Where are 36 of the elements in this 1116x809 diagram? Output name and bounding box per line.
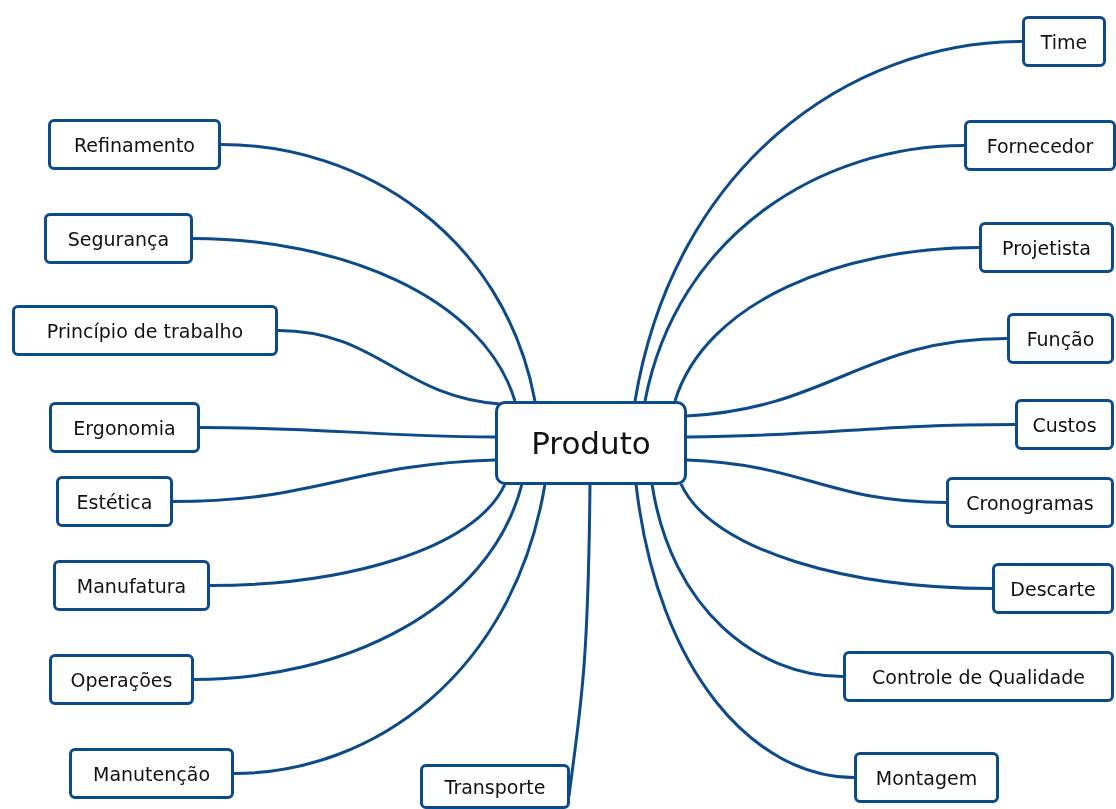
topic-box: Estética	[56, 476, 173, 527]
topic-box: Segurança	[44, 213, 193, 264]
connector-curve	[633, 40, 1023, 402]
connector-curve	[233, 483, 547, 775]
topic-box: Manutenção	[69, 748, 234, 799]
topic-box: Fornecedor	[964, 120, 1116, 171]
connector-curve	[193, 483, 524, 681]
topic-box: Refinamento	[48, 119, 221, 170]
topic-box: Time	[1022, 16, 1106, 67]
connector-curve	[643, 144, 965, 402]
connector-curve	[277, 329, 501, 406]
connector-curve	[686, 337, 1008, 418]
topic-box: Projetista	[979, 222, 1114, 273]
connector-curve	[220, 143, 537, 402]
connector-curve	[634, 483, 855, 779]
topic-box: Princípio de trabalho	[12, 305, 278, 356]
connector-curve	[192, 237, 517, 402]
topic-box: Controle de Qualidade	[843, 651, 1114, 702]
topic-box: Transporte	[420, 764, 570, 809]
connector-curve	[172, 458, 496, 503]
topic-box: Função	[1007, 313, 1114, 364]
topic-box: Operações	[49, 654, 194, 705]
connector-curve	[200, 426, 495, 439]
connector-curve	[686, 458, 947, 504]
central-topic-box: Produto	[495, 401, 687, 485]
topic-box: Cronogramas	[946, 477, 1114, 528]
connector-curve	[673, 246, 980, 402]
connector-curve	[686, 423, 1015, 439]
connector-curve	[209, 483, 507, 587]
topic-box: Custos	[1015, 399, 1114, 450]
topic-box: Descarte	[992, 563, 1114, 614]
topic-box: Manufatura	[53, 560, 210, 611]
connector-curve	[679, 483, 993, 590]
topic-box: Ergonomia	[49, 402, 200, 453]
connector-curve	[650, 483, 844, 678]
topic-box: Montagem	[854, 752, 999, 803]
